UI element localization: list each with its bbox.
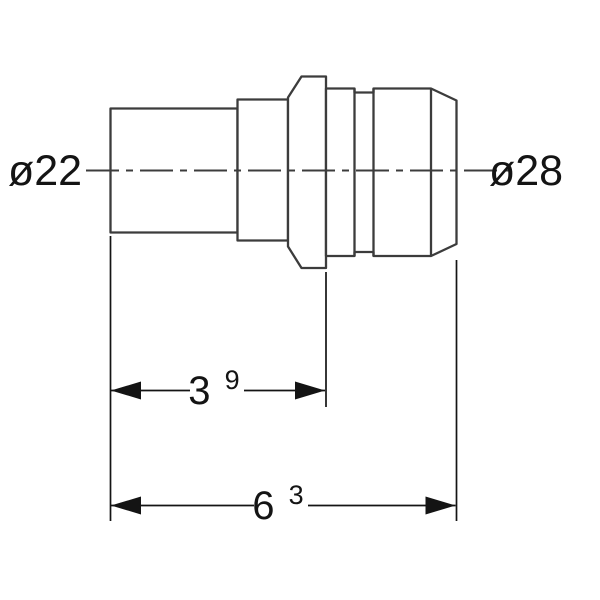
- dim-large-value: 6: [252, 484, 274, 528]
- right-diameter-label: ø28: [489, 147, 563, 195]
- dim-small-value: 3: [188, 369, 210, 413]
- dim-large-label: 6 3: [252, 480, 303, 528]
- labels: ø22 ø28 3 9 6 3: [8, 147, 563, 528]
- label-masks: [190, 365, 308, 528]
- dim-small-arrow-right: [295, 381, 325, 400]
- dimension-lines: [109, 236, 458, 521]
- fitting-outline: [109, 75, 458, 270]
- dim-small-label: 3 9: [188, 365, 239, 413]
- dim-large-label-mask: [254, 480, 308, 528]
- dim-large-arrow-right: [425, 496, 456, 515]
- dim-small-label-mask: [190, 365, 244, 413]
- dim-small-arrow-left: [111, 381, 141, 400]
- flange: [286, 75, 328, 270]
- dim-small-superscript: 9: [225, 365, 240, 395]
- dimension-arrows: [111, 381, 456, 515]
- dim-large-superscript: 3: [289, 480, 304, 510]
- left-diameter-label: ø22: [8, 147, 82, 195]
- body-right: [324, 87, 458, 258]
- dim-large-arrow-left: [111, 496, 141, 515]
